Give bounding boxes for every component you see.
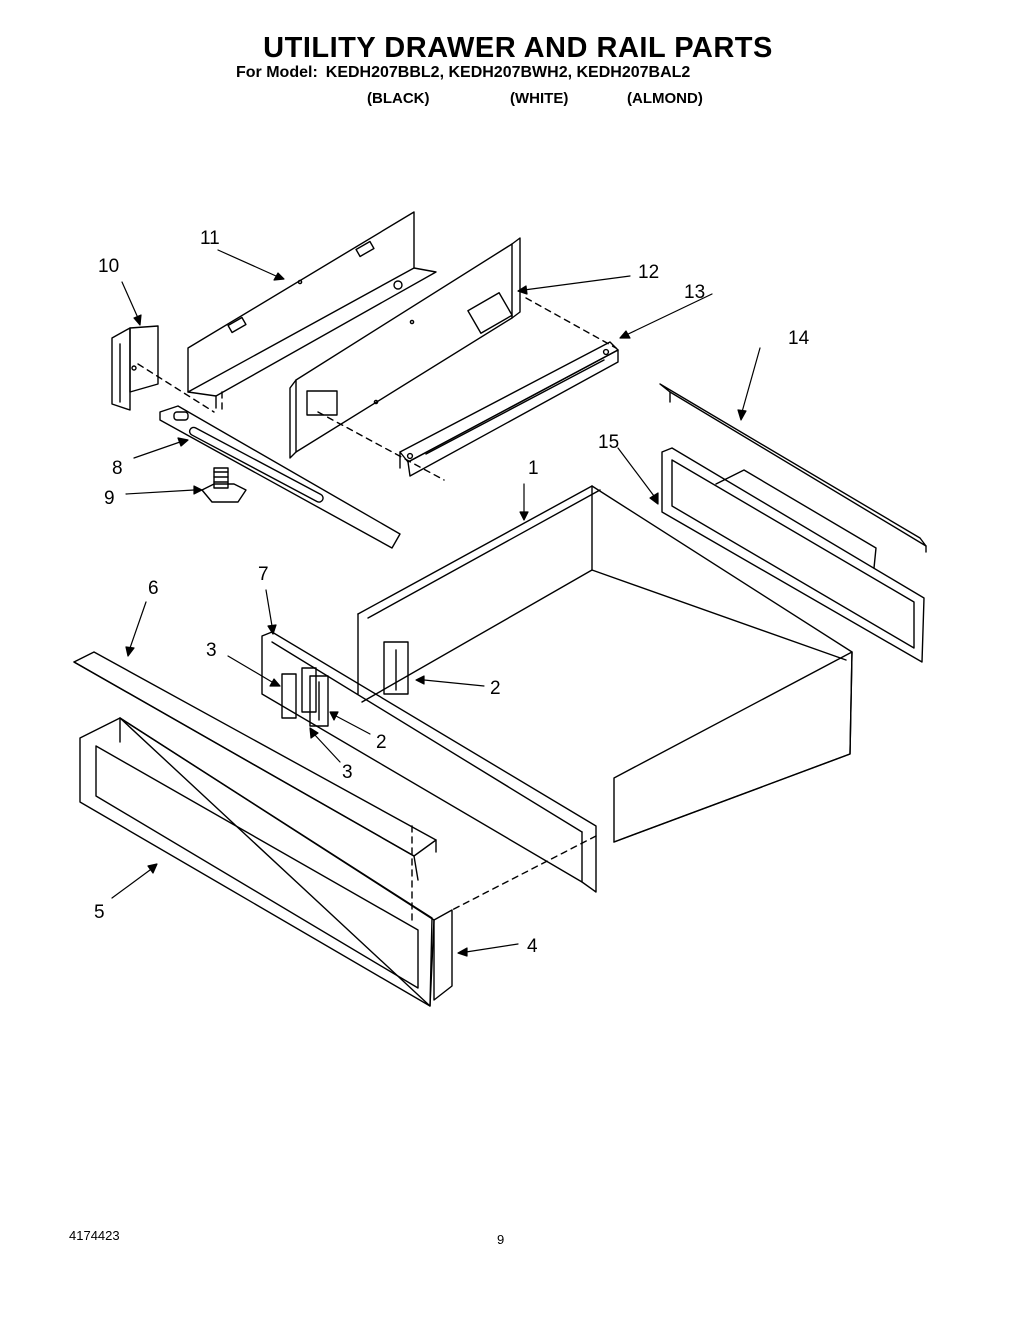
part-2-bracket-left (309, 675, 329, 727)
part-8-base-rail (159, 405, 401, 549)
callout-8: 8 (112, 458, 123, 479)
color-label-almond: (ALMOND) (627, 90, 703, 107)
model-line: For Model: KEDH207BBL2, KEDH207BWH2, KEDH… (236, 64, 690, 82)
assembly-lines (137, 297, 617, 921)
page-title: UTILITY DRAWER AND RAIL PARTS (263, 32, 773, 64)
leader-lines (111, 249, 761, 957)
page-number: 9 (497, 1232, 505, 1247)
part-6-front-trim (73, 651, 437, 881)
callout-5: 5 (94, 902, 105, 923)
callout-2b: 2 (376, 732, 387, 753)
callout-3b: 3 (342, 762, 353, 783)
document-number: 4174423 (69, 1228, 120, 1243)
model-numbers: KEDH207BBL2, KEDH207BWH2, KEDH207BAL2 (325, 64, 691, 81)
part-2-bracket-right (383, 641, 409, 695)
callout-12: 12 (638, 262, 659, 283)
part-12-rail-left (289, 237, 521, 459)
callout-14: 14 (788, 328, 810, 349)
callout-13: 13 (684, 282, 705, 303)
callout-10: 10 (98, 256, 119, 277)
callout-15: 15 (598, 432, 619, 453)
callout-numbers: 1 2 2 3 3 4 5 6 7 8 9 10 11 12 13 14 15 (94, 228, 810, 957)
part-4-front-insert (433, 909, 453, 1001)
model-prefix: For Model: (236, 64, 318, 81)
color-label-black: (BLACK) (367, 90, 430, 107)
part-14-trim-strip (659, 383, 927, 553)
callout-6: 6 (148, 578, 159, 599)
part-10-side-bracket (111, 325, 159, 411)
callout-3a: 3 (206, 640, 217, 661)
part-3-clip-left (281, 667, 317, 719)
part-5-front-panel (79, 717, 435, 1007)
part-15-rear-panel (661, 447, 925, 663)
part-1-drawer-body (357, 485, 853, 843)
part-7-drawer-side (261, 631, 597, 893)
color-label-white: (WHITE) (510, 90, 569, 107)
callout-11: 11 (200, 228, 220, 249)
part-9-leveling-leg (201, 467, 247, 503)
callout-7: 7 (258, 564, 269, 585)
callout-2a: 2 (490, 678, 501, 699)
part-13-slide-rail (399, 341, 619, 477)
part-11-back-panel (187, 211, 437, 409)
callout-4: 4 (527, 936, 538, 957)
callout-1: 1 (528, 458, 539, 479)
callout-9: 9 (104, 488, 115, 509)
